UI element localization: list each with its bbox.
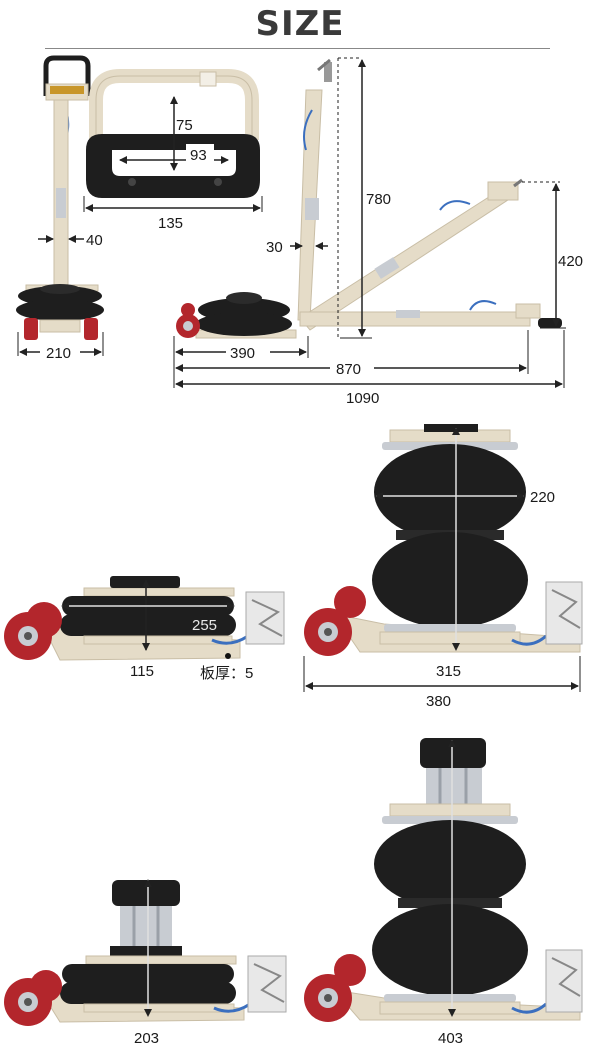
- adapter-high-height-label: 403: [438, 1030, 463, 1047]
- front-dimensions: 40 210: [17, 232, 104, 362]
- handle-outer-width-label: 135: [158, 215, 183, 232]
- side-dimensions: 30 780 420 390 870 1090: [173, 57, 583, 407]
- total-length-label: 1090: [346, 390, 379, 407]
- jack-adapter-high: [304, 738, 583, 1022]
- lowest-height-label: 115: [130, 663, 154, 680]
- handle-height-label: 75: [176, 117, 193, 134]
- raised-dimensions: 220 315 380: [303, 427, 581, 710]
- side-view-jack: [176, 58, 562, 339]
- lowest-dimensions: 115 255 板厚：5: [61, 579, 253, 682]
- jack-adapter-low: [4, 880, 287, 1026]
- raised-total-width-label: 380: [426, 693, 451, 710]
- jack-lowest: [4, 576, 285, 661]
- handle-detail: [86, 69, 260, 198]
- page-title: SIZE: [255, 4, 345, 44]
- height-folded-label: 420: [558, 253, 583, 270]
- adapter-low-dimensions: 203: [134, 879, 159, 1047]
- adapter-high-dimensions: 403: [438, 739, 463, 1047]
- adapter-low-height-label: 203: [134, 1030, 159, 1047]
- folded-length-label: 870: [336, 361, 361, 378]
- pole-width-label: 30: [266, 239, 283, 256]
- handle-dimensions: 75 93 135: [83, 96, 263, 232]
- front-view-jack: [16, 55, 104, 340]
- tube-width-label: 40: [86, 232, 103, 249]
- raised-diameter-label: 220: [530, 489, 555, 506]
- title-rule: [45, 48, 550, 49]
- jack-raised: [304, 424, 583, 656]
- handle-inner-width-label: 93: [190, 147, 207, 164]
- raised-base-diameter-label: 315: [436, 663, 461, 680]
- base-length-label: 390: [230, 345, 255, 362]
- lowest-diameter-label: 255: [192, 617, 217, 634]
- base-width-label: 210: [46, 345, 71, 362]
- height-max-label: 780: [366, 191, 391, 208]
- plate-thickness-label: 板厚：5: [200, 664, 253, 682]
